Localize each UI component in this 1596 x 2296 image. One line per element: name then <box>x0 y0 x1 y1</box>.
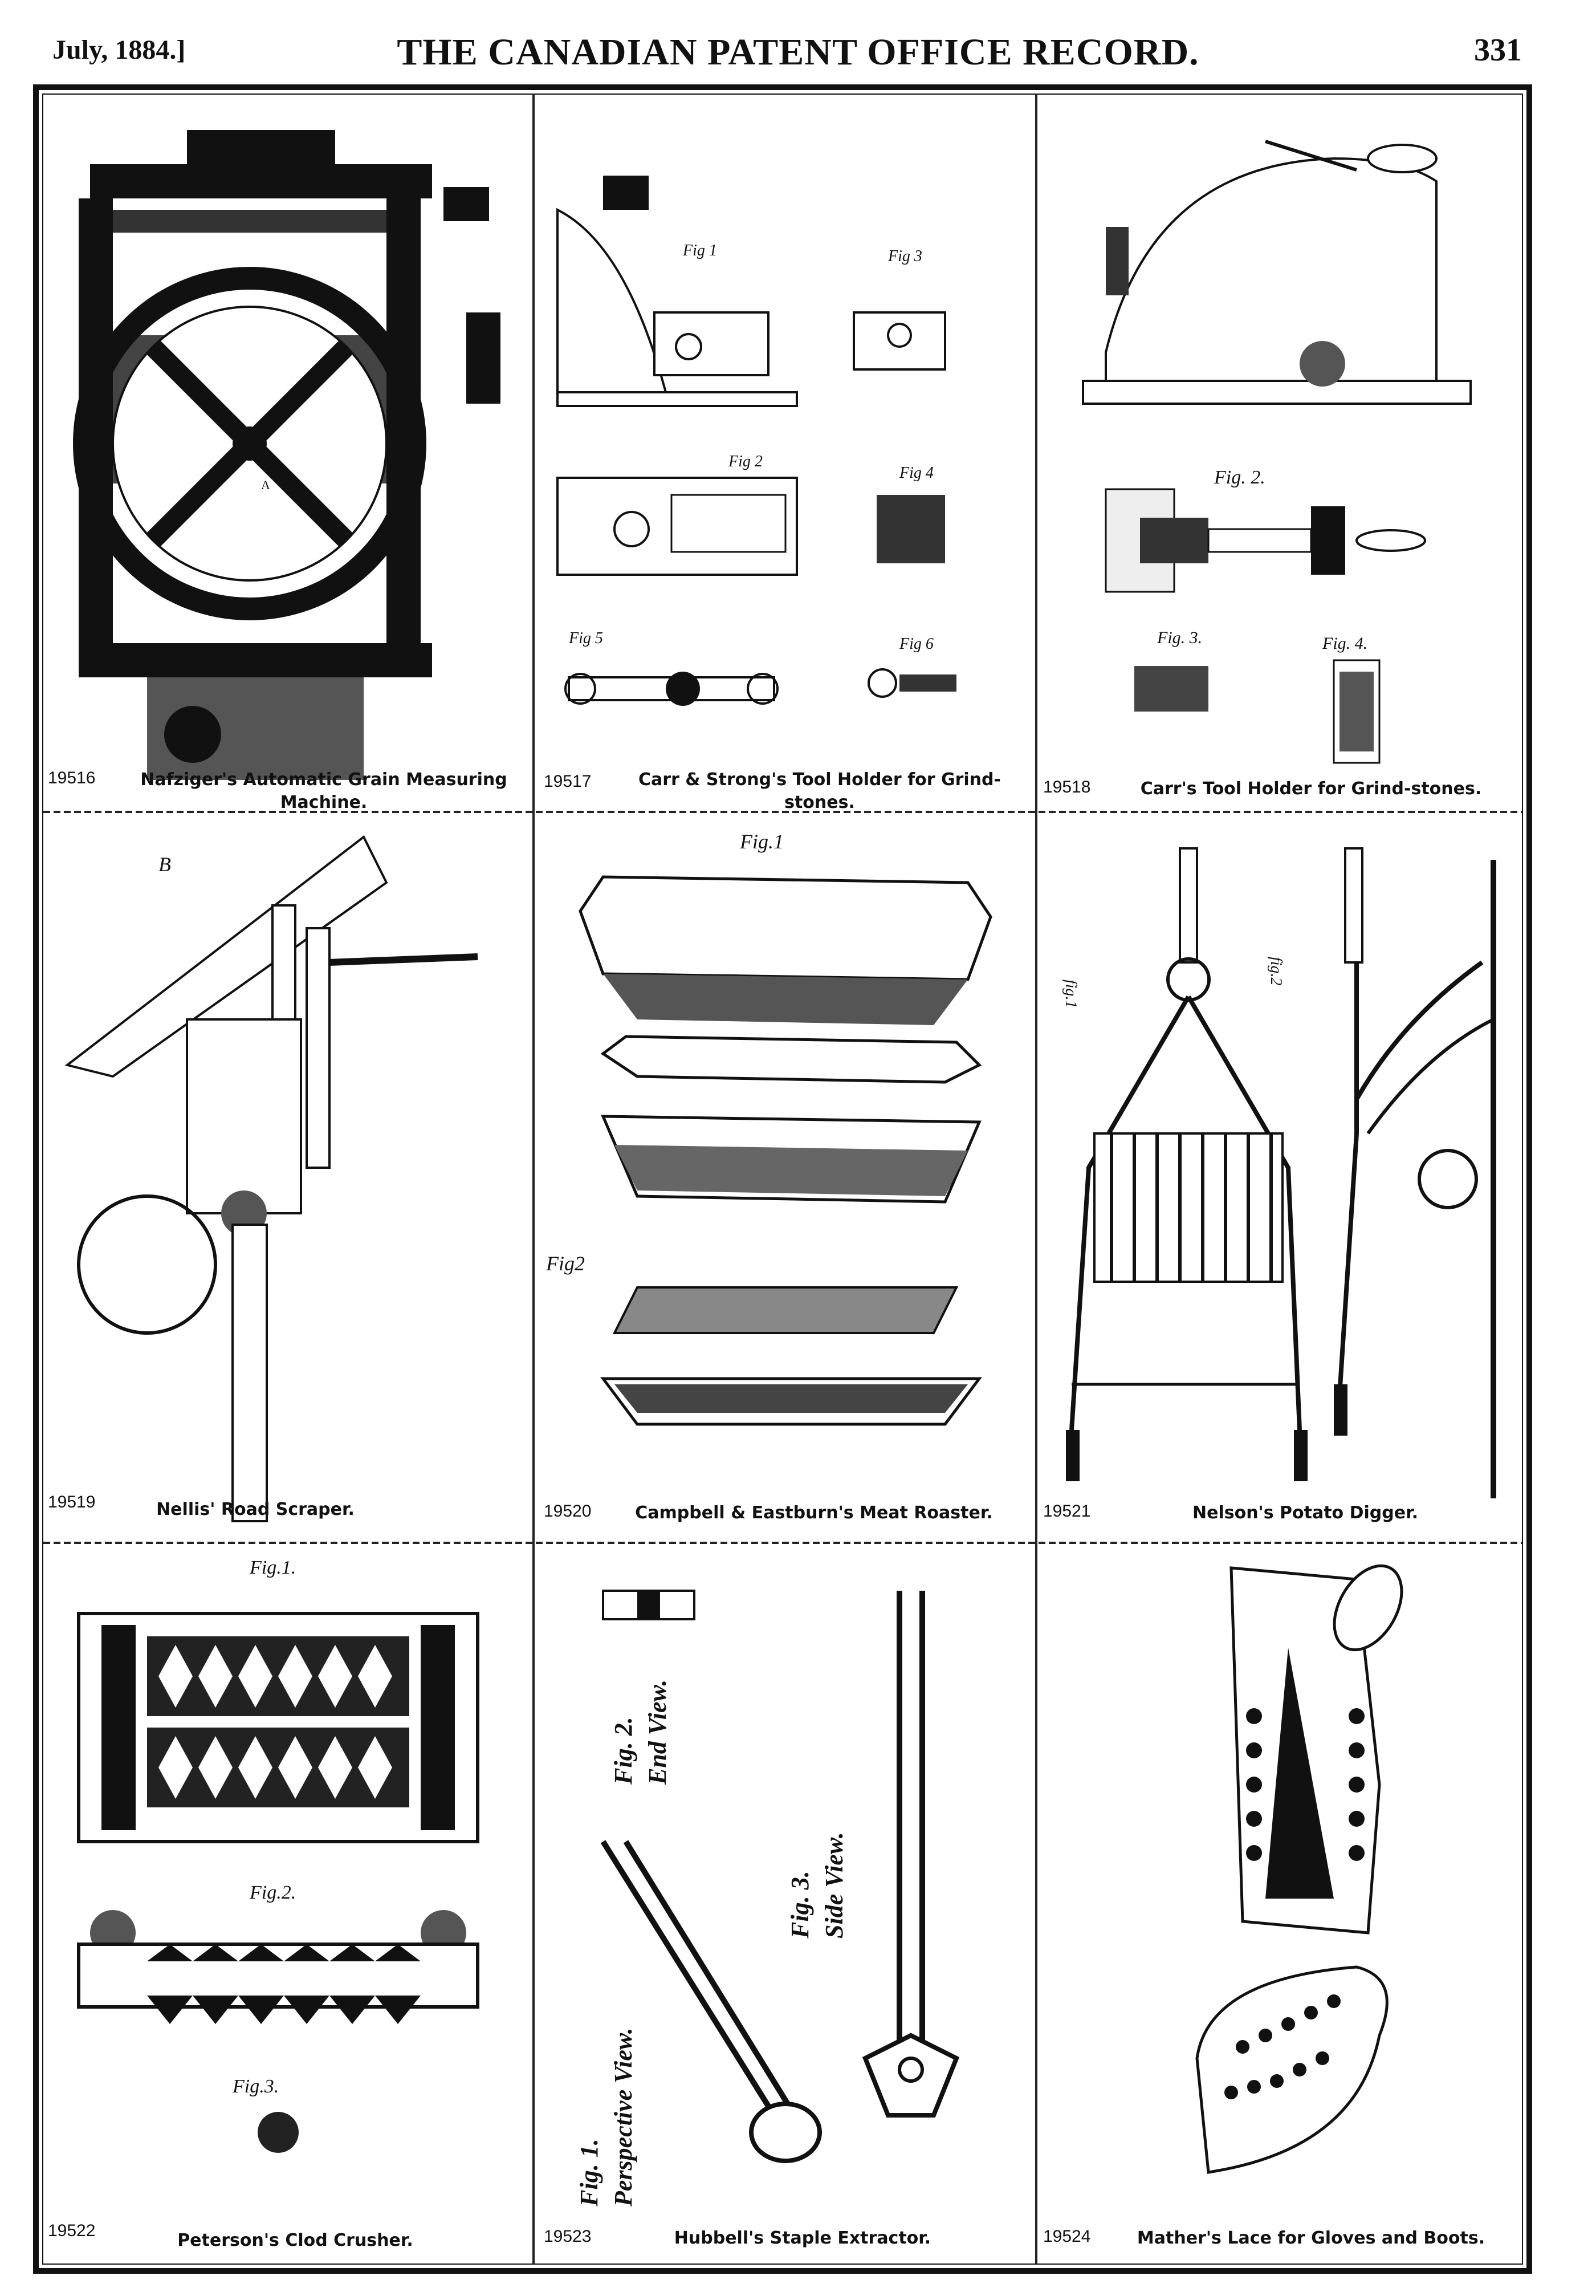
fig-label: Fig 1 <box>682 242 717 259</box>
fig-label: Fig 3 <box>887 247 922 265</box>
staple-extractor-drawing: Fig. 2. End View. Fig. 1. Perspective Vi… <box>575 1590 960 2207</box>
fig-label: Fig.3. <box>232 2076 279 2097</box>
patent-title: Campbell & Eastburn's Meat Roaster. <box>635 1503 993 1523</box>
patent-cell-19516: A 19516 Nafziger's Automatic Grain Measu… <box>44 96 532 812</box>
patent-plate-inner-border <box>42 94 1523 2265</box>
page-header: July, 1884.] THE CANADIAN PATENT OFFICE … <box>0 30 1596 81</box>
fig-label: Fig 2 <box>728 453 763 470</box>
patent-cell-19520: Fig.1 Fig2 19520 Campbell & Eastburn's M… <box>535 814 1035 1542</box>
fig-label: End View. <box>644 1680 671 1785</box>
fig-label: fig.2 <box>1267 957 1285 986</box>
patent-number: 19521 <box>1043 1502 1091 1521</box>
patent-title: Peterson's Clod Crusher. <box>177 2230 413 2250</box>
tool-holder-drawing: Fig 1 Fig 3 Fig 2 Fig 4 Fig 5 Fig 6 <box>556 176 956 706</box>
fig-label: Perspective View. <box>609 2027 637 2207</box>
patent-title: Nafziger's Automatic Grain Measuring Mac… <box>140 770 507 812</box>
fig-label: Fig. 2. <box>609 1717 637 1785</box>
patent-cell-19517: Fig 1 Fig 3 Fig 2 Fig 4 Fig 5 Fig 6 1951… <box>535 96 1035 812</box>
fig-label: Fig. 2. <box>1214 467 1265 488</box>
patent-number: 19524 <box>1043 2227 1091 2246</box>
fig-label: Side View. <box>820 1832 848 1939</box>
fig-label: Fig 5 <box>568 629 603 647</box>
potato-digger-drawing: fig.1 fig.2 <box>1062 847 1496 1498</box>
fig-label: Fig. 3. <box>1157 628 1202 647</box>
patent-title: Nelson's Potato Digger. <box>1192 1503 1419 1523</box>
patent-number: 19517 <box>544 772 592 791</box>
fig-label: Fig.2. <box>249 1882 296 1903</box>
fig-label: Fig 6 <box>899 635 934 653</box>
column-divider <box>532 94 535 2264</box>
patent-number: 19523 <box>544 2227 592 2246</box>
patent-plate-border <box>33 84 1532 2274</box>
svg-text:B: B <box>158 853 171 876</box>
patent-cell-19522: Fig.1. Fig.2. Fig.3. 19522 Peterson's Cl… <box>44 1545 532 2261</box>
road-scraper-drawing: B <box>64 835 478 1522</box>
grain-measuring-machine-drawing: A <box>73 130 500 780</box>
patent-number: 19522 <box>48 2221 96 2240</box>
patent-cell-19519: B 19519 Nellis' Road Scraper. <box>44 814 532 1542</box>
fig-label: Fig.1 <box>739 830 784 853</box>
fig-label: Fig. 1. <box>575 2139 603 2207</box>
patent-title: Mather's Lace for Gloves and Boots. <box>1137 2228 1485 2248</box>
patent-title: Hubbell's Staple Extractor. <box>674 2228 931 2248</box>
patent-cell-19524: 19524 Mather's Lace for Gloves and Boots… <box>1037 1545 1522 2261</box>
svg-text:A: A <box>261 478 270 492</box>
clod-crusher-drawing: Fig.1. Fig.2. Fig.3. <box>77 1557 479 2153</box>
header-date: July, 1884.] <box>52 35 186 65</box>
page-number: 331 <box>1474 32 1522 68</box>
patent-title: Carr & Strong's Tool Holder for Grind-st… <box>638 770 1001 812</box>
patent-number: 19520 <box>544 1502 592 1521</box>
patent-cell-19521: fig.1 fig.2 19521 Nelson's Potato Digger… <box>1037 814 1522 1542</box>
glove-lace-drawing <box>1195 1564 1403 2174</box>
fig-label: Fig 4 <box>899 464 934 482</box>
patent-number: 19518 <box>1043 778 1091 797</box>
row-divider <box>43 1542 1522 1544</box>
column-divider <box>1035 94 1037 2264</box>
patent-cell-19518: Fig. 2. Fig. 3. Fig. 4. 19518 Carr's Too… <box>1037 96 1522 811</box>
patent-title: Nellis' Road Scraper. <box>156 1499 355 1519</box>
row-divider <box>43 811 1522 813</box>
patent-number: 19519 <box>48 1493 96 1511</box>
fig-label: fig.1 <box>1062 980 1080 1009</box>
meat-roaster-drawing: Fig.1 Fig2 <box>545 830 992 1426</box>
grindstone-tool-holder-drawing: Fig. 2. Fig. 3. Fig. 4. <box>1082 140 1472 764</box>
fig-label: Fig2 <box>545 1252 585 1275</box>
fig-label: Fig. 3. <box>786 1871 814 1939</box>
patent-title: Carr's Tool Holder for Grind-stones. <box>1140 779 1482 799</box>
patent-cell-19523: Fig. 2. End View. Fig. 1. Perspective Vi… <box>535 1545 1035 2261</box>
header-title: THE CANADIAN PATENT OFFICE RECORD. <box>397 31 1199 73</box>
fig-label: Fig.1. <box>249 1557 296 1578</box>
patent-number: 19516 <box>48 769 96 787</box>
fig-label: Fig. 4. <box>1322 634 1367 653</box>
